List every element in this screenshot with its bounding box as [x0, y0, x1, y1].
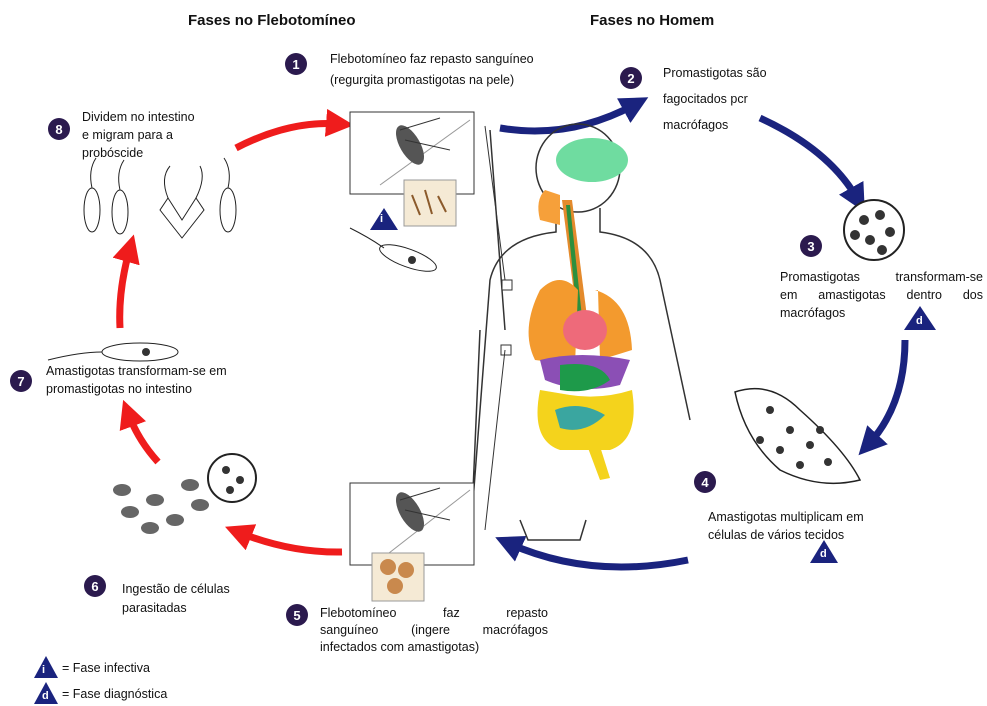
step-1-line-1: Flebotomíneo faz repasto sanguíneo — [330, 49, 534, 70]
legend-infective-symbol: i — [42, 663, 45, 677]
sandfly-feeding-panel-1 — [350, 112, 474, 226]
step-5-line-2: sanguíneo (ingere macrófagos — [320, 622, 548, 639]
step-badge-6: 6 — [84, 575, 106, 597]
step-5-line-3: infectados com amastigotas) — [320, 639, 548, 656]
step-5-text: Flebotomíneo faz repasto sanguíneo (inge… — [320, 605, 548, 656]
step-2-line-2: fagocitados pcr — [663, 86, 767, 112]
arrow-7-to-8 — [120, 248, 130, 328]
step-4-line-1: Amastigotas multiplicam em — [708, 508, 864, 526]
arrow-8-to-1 — [236, 124, 340, 149]
parasitized-cells-cluster — [113, 454, 256, 534]
legend-diagnostic-symbol: d — [42, 689, 49, 703]
legend-infective-label: = Fase infectiva — [62, 658, 150, 679]
step-2-line-3: macrófagos — [663, 112, 767, 138]
step-3-line-2: em amastigotas dentro dos — [780, 286, 983, 304]
step-5-line-1: Flebotomíneo faz repasto — [320, 605, 548, 622]
infective-marker-step1 — [370, 208, 398, 230]
step-badge-5: 5 — [286, 604, 308, 626]
step-6-line-1: Ingestão de células — [122, 580, 230, 599]
infected-tissue-cell — [735, 389, 860, 484]
step-badge-4: 4 — [694, 471, 716, 493]
skin-site-upper — [502, 280, 512, 290]
promastigote-illustration — [350, 228, 439, 277]
step-badge-1: 1 — [285, 53, 307, 75]
step-1-text: Flebotomíneo faz repasto sanguíneo (regu… — [330, 49, 534, 91]
step-3-text: Promastigotas transformam-se em amastigo… — [780, 268, 983, 322]
legend-infective-triangle — [34, 656, 58, 678]
step-8-text: Dividem no intestino e migram para a pro… — [82, 108, 195, 162]
step-badge-3: 3 — [800, 235, 822, 257]
step-2-line-1: Promastigotas são — [663, 60, 767, 86]
macrophage-with-amastigotes — [844, 200, 904, 260]
step-badge-7: 7 — [10, 370, 32, 392]
legend-diagnostic-label: = Fase diagnóstica — [62, 684, 167, 705]
arrow-6-to-7 — [128, 413, 158, 462]
arrow-2-to-3 — [760, 118, 858, 200]
step-7-text: Amastigotas transformam-se em promastigo… — [46, 362, 227, 398]
arrow-5-to-6 — [238, 532, 342, 552]
step-8-line-1: Dividem no intestino — [82, 108, 195, 126]
arrow-4-to-5 — [508, 543, 688, 567]
step-badge-8: 8 — [48, 118, 70, 140]
infective-marker-label-step1: i — [380, 212, 383, 226]
arrow-1-to-2 — [500, 104, 636, 131]
step-7-line-1: Amastigotas transformam-se em — [46, 362, 227, 380]
step-4-line-2: células de vários tecidos — [708, 526, 864, 544]
dividing-promastigotes — [84, 158, 236, 238]
step-3-line-3: macrófagos — [780, 304, 983, 322]
sandfly-feeding-panel-5 — [350, 483, 474, 601]
arrow-3-to-4 — [868, 340, 905, 445]
step-8-line-2: e migram para a — [82, 126, 195, 144]
step-6-line-2: parasitadas — [122, 599, 230, 618]
step-6-text: Ingestão de células parasitadas — [122, 580, 230, 618]
diagnostic-marker-label-step4: d — [820, 547, 827, 561]
step-badge-2: 2 — [620, 67, 642, 89]
elongated-promastigote — [48, 343, 178, 361]
human-organs — [529, 138, 634, 480]
step-7-line-2: promastigotas no intestino — [46, 380, 227, 398]
step-3-line-1: Promastigotas transformam-se — [780, 268, 983, 286]
step-4-text: Amastigotas multiplicam em células de vá… — [708, 508, 864, 544]
step-2-text: Promastigotas são fagocitados pcr macróf… — [663, 60, 767, 138]
skin-site-lower — [501, 345, 511, 355]
step-1-line-2: (regurgita promastigotas na pele) — [330, 70, 534, 91]
step-8-line-3: probóscide — [82, 144, 195, 162]
